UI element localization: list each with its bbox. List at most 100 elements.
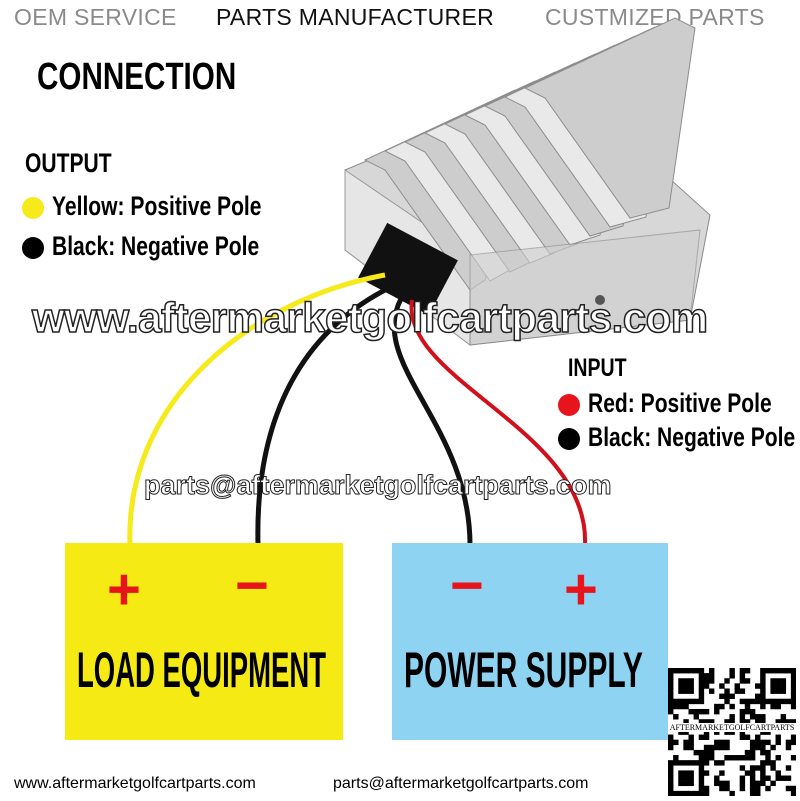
qr-module [775,739,781,746]
load-equipment-label: LOAD EQUIPMENT [77,642,327,698]
input-black-label: Black: Negative Pole [588,422,796,452]
qr-module [668,739,674,746]
qr-module [785,668,792,674]
qr-module [678,683,684,689]
heatsink-fin [523,17,696,219]
power-supply-box: − + POWER SUPPLY [392,543,668,740]
qr-module [688,683,694,689]
qr-module [668,698,674,705]
qr-module [724,688,730,694]
qr-module [708,673,715,679]
qr-module [785,698,792,705]
qr-module [668,688,674,694]
qr-module [708,749,715,756]
qr-module [668,785,674,792]
qr-module [678,729,684,735]
qr-module [755,739,761,746]
qr-module [668,668,674,674]
black-input-wire [391,290,473,546]
qr-module [790,785,797,792]
qr-module [755,714,761,720]
qr-module [688,734,694,740]
qr-module [780,775,787,781]
qr-module [678,790,684,797]
red-wire [409,299,588,546]
qr-module [719,703,725,710]
footer-email[interactable]: parts@aftermarketgolfcartparts.com [333,775,589,792]
qr-module [780,668,787,674]
qr-module [770,678,776,684]
qr-module [760,703,766,710]
qr-module [719,744,725,751]
qr-module [724,785,730,792]
qr-module [755,790,761,797]
qr-module [698,683,705,689]
qr-module [739,755,746,761]
qr-module [775,770,781,776]
qr-module [678,775,684,781]
qr-module [683,688,689,694]
qr-module [708,678,715,684]
qr-module [714,775,720,781]
qr-module [688,775,694,781]
footer-website[interactable]: www.aftermarketgolfcartparts.com [14,775,256,792]
qr-module [703,790,710,797]
qr-module [683,775,689,781]
qr-module [765,698,771,705]
qr-module [678,688,684,694]
qr-module [790,790,797,797]
qr-module [739,668,746,674]
qr-module [744,749,751,756]
qr-module [749,755,756,761]
qr-module [770,668,776,674]
qr-module [744,703,751,710]
watermark-url: www.aftermarketgolfcartparts.com [31,293,709,342]
qr-module [688,770,694,776]
qr-module [744,755,751,761]
load-equipment-box: + − LOAD EQUIPMENT [65,543,343,740]
qr-module [780,714,787,720]
qr-module [760,683,766,689]
qr-module [749,765,756,771]
qr-module [688,739,694,746]
qr-module [760,744,766,751]
qr-module [668,765,674,771]
qr-module [760,780,766,787]
qr-module [755,765,761,771]
wire-connector [358,222,458,316]
qr-module [719,760,725,766]
qr-module [790,698,797,705]
qr-module [749,749,756,756]
qr-module [739,775,746,781]
qr-module [703,734,710,740]
qr-module [678,698,684,705]
qr-module [770,683,776,689]
qr-module [765,729,771,735]
qr-module [760,770,766,776]
qr-module [703,749,710,756]
qr-module [729,668,735,674]
qr-module [785,739,792,746]
qr-module [673,714,679,720]
qr-module [775,698,781,705]
qr-module [744,770,751,776]
qr-module [770,744,776,751]
minus-sign: − [450,553,484,618]
qr-module [739,673,746,679]
qr-module [729,719,735,725]
qr-module [755,785,761,792]
qr-module [790,719,797,725]
qr-module [724,719,730,725]
qr-module [724,693,730,700]
qr-module [785,744,792,751]
qr-module [698,668,705,674]
qr-module [734,688,740,694]
qr-module [755,698,761,705]
qr-module [714,729,720,735]
qr-module [765,755,771,761]
qr-module [775,719,781,725]
qr-code: AFTERMARKETGOLFCARTPARTS [668,668,797,797]
qr-module [744,668,751,674]
qr-module [708,744,715,751]
